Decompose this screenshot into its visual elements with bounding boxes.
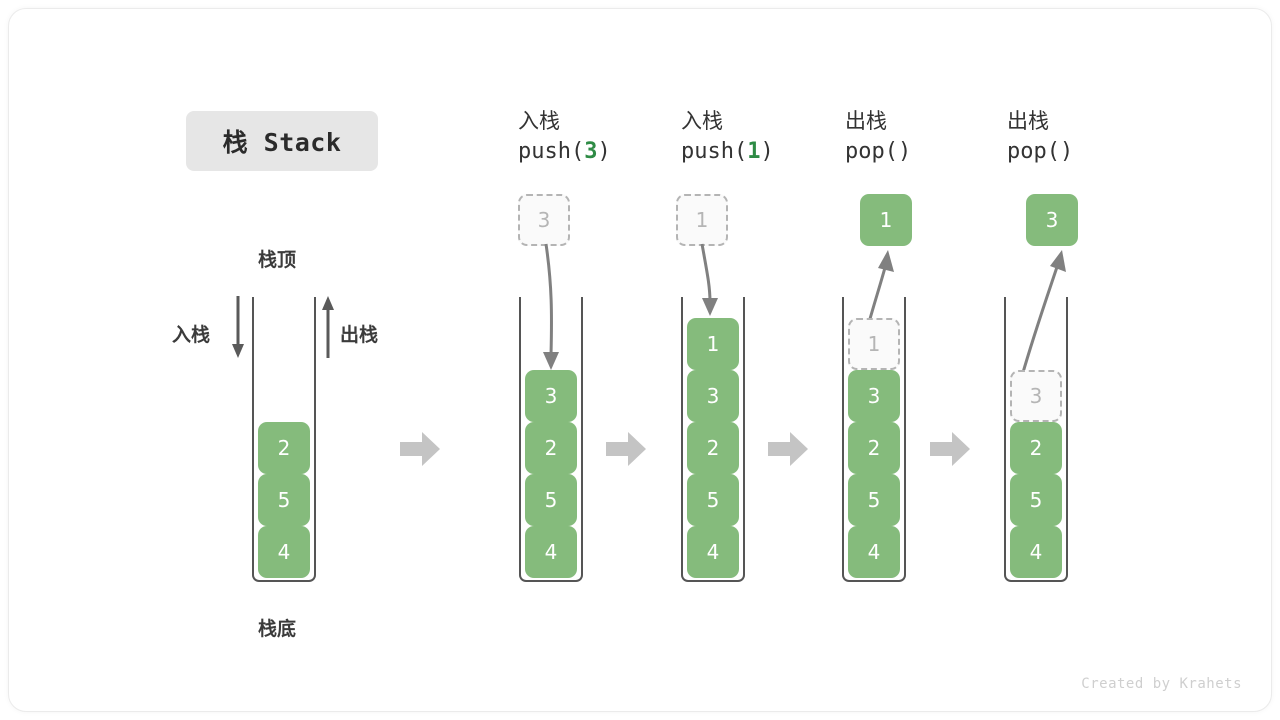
stack-container: [681, 297, 745, 582]
operation-code: pop(): [1007, 136, 1073, 168]
operation-code: push(3): [518, 136, 611, 168]
stack-container: [519, 297, 583, 582]
code-suffix: ): [897, 139, 912, 164]
stack-cell: 3: [687, 370, 739, 422]
transition-arrow-icon: [398, 427, 442, 471]
column-header-push-3: 入栈 push(3): [518, 106, 611, 168]
stack-cell: 4: [258, 526, 310, 578]
floating-element-push-3: 3: [518, 194, 570, 246]
column-header-pop-3: 出栈 pop(): [1007, 106, 1073, 168]
stack-cell: 5: [687, 474, 739, 526]
column-header-pop-1: 出栈 pop(): [845, 106, 911, 168]
code-prefix: pop(: [1007, 139, 1060, 164]
column-header-push-1: 入栈 push(1): [681, 106, 774, 168]
operation-code: push(1): [681, 136, 774, 168]
footer-credit: Created by Krahets: [1081, 676, 1242, 692]
pop-flow-arrow-icon: [1020, 250, 1066, 377]
push-flow-arrow-icon: [700, 243, 718, 316]
stack-cell: 2: [687, 422, 739, 474]
code-argument: 1: [747, 139, 761, 164]
stack-cell: 5: [1010, 474, 1062, 526]
code-suffix: ): [760, 139, 774, 164]
stack-cell: 3: [525, 370, 577, 422]
stack-cell: 3: [1010, 370, 1062, 422]
stack-cell: 1: [848, 318, 900, 370]
stack-cell: 2: [525, 422, 577, 474]
operation-name: 出栈: [845, 109, 887, 133]
code-prefix: push(: [518, 139, 585, 164]
pop-direction-arrow-icon: [318, 296, 338, 365]
transition-arrow-icon: [766, 427, 810, 471]
diagram-title: 栈 Stack: [186, 111, 378, 171]
operation-code: pop(): [845, 136, 911, 168]
floating-element-pop-3: 3: [1026, 194, 1078, 246]
transition-arrow-icon: [604, 427, 648, 471]
code-prefix: pop(: [845, 139, 898, 164]
stack-cell: 3: [848, 370, 900, 422]
operation-name: 入栈: [518, 109, 560, 133]
push-direction-arrow-icon: [228, 296, 248, 365]
code-prefix: push(: [681, 139, 748, 164]
stack-bottom-label: 栈底: [258, 618, 297, 640]
floating-element-pop-1: 1: [860, 194, 912, 246]
push-flow-arrow-icon: [543, 243, 559, 370]
stack-cell: 4: [525, 526, 577, 578]
operation-name: 出栈: [1007, 109, 1049, 133]
stack-top-label: 栈顶: [258, 249, 297, 271]
stack-cell: 2: [1010, 422, 1062, 474]
code-suffix: ): [1059, 139, 1074, 164]
floating-element-push-1: 1: [676, 194, 728, 246]
stack-cell: 2: [258, 422, 310, 474]
transition-arrow-icon: [928, 427, 972, 471]
operation-name: 入栈: [681, 109, 723, 133]
stack-cell: 5: [525, 474, 577, 526]
pop-direction-label: 出栈: [340, 324, 379, 346]
code-argument: 3: [584, 139, 598, 164]
stack-container: [842, 297, 906, 582]
stack-container: [252, 297, 316, 582]
stack-container: [1004, 297, 1068, 582]
stack-cell: 1: [687, 318, 739, 370]
stack-cell: 5: [258, 474, 310, 526]
stack-cell: 4: [687, 526, 739, 578]
stack-cell: 4: [1010, 526, 1062, 578]
code-suffix: ): [597, 139, 611, 164]
stack-cell: 2: [848, 422, 900, 474]
push-direction-label: 入栈: [172, 324, 211, 346]
stack-cell: 5: [848, 474, 900, 526]
stack-cell: 4: [848, 526, 900, 578]
